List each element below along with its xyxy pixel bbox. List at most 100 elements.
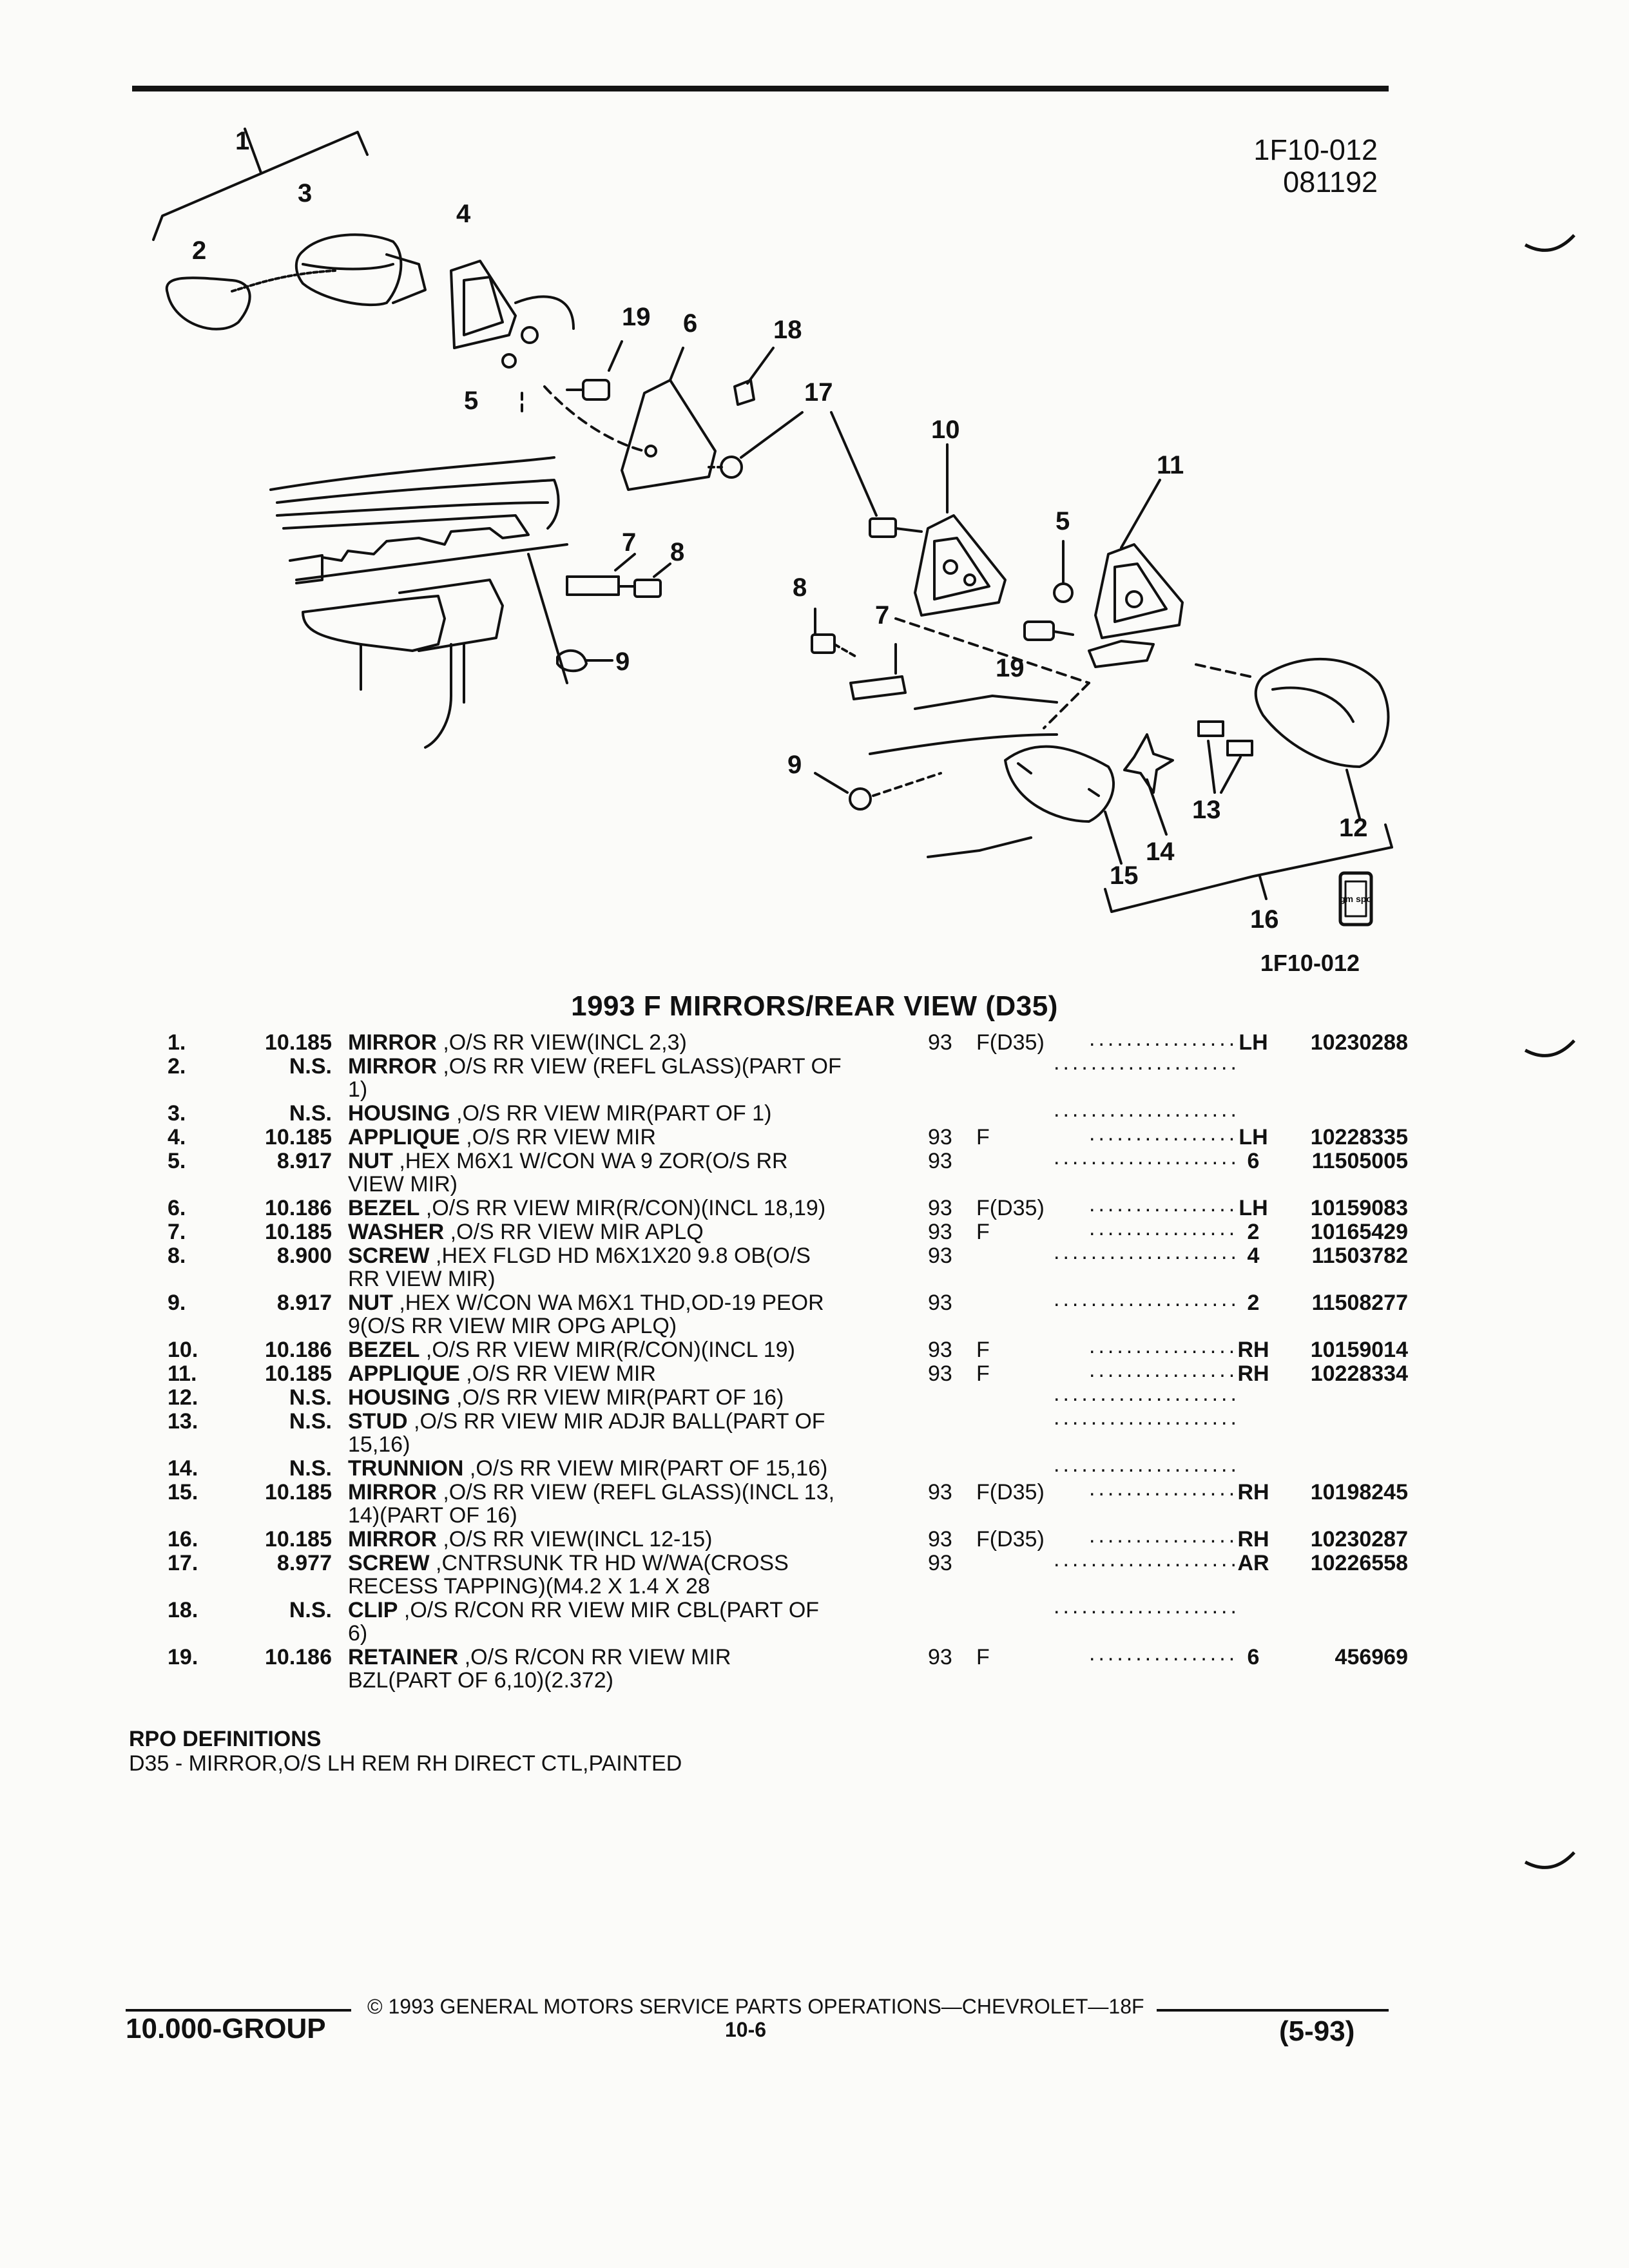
- table-row: 10. 10.186 BEZEL ,O/S RR VIEW MIR(R/CON)(I…: [122, 1334, 1408, 1362]
- part-detail: ,HEX W/CON WA M6X1 THD,OD-19 PEOR: [392, 1291, 824, 1315]
- part-detail: ,O/S RR VIEW MIR ADJR BALL(PART OF: [407, 1409, 825, 1434]
- part-detail: ,O/S RR VIEW (REFL GLASS)(PART OF: [436, 1054, 842, 1079]
- rpo-heading: RPO DEFINITIONS: [129, 1727, 322, 1751]
- part-detail: ,O/S RR VIEW MIR(PART OF 16): [450, 1385, 784, 1410]
- part-number: 10228335: [1310, 1125, 1408, 1149]
- part-detail: ,O/S RR VIEW(INCL 12-15): [436, 1527, 713, 1552]
- part-detail: ,O/S RR VIEW MIR(R/CON)(INCL 19): [419, 1338, 795, 1362]
- item-number: 10.: [168, 1338, 198, 1362]
- exploded-parts-diagram: 1 2 3 4 5 19 6 18 17 10 11 5 7 8 8 7 9 1…: [152, 127, 1393, 934]
- group-number: 10.186: [265, 1645, 332, 1669]
- item-number: 19.: [168, 1645, 198, 1669]
- item-number: 16.: [168, 1527, 198, 1552]
- part-description: APPLIQUE ,O/S RR VIEW MIR: [348, 1126, 1005, 1149]
- part-name: MIRROR: [348, 1527, 437, 1552]
- part-description: BEZEL ,O/S RR VIEW MIR(R/CON)(INCL 18,19…: [348, 1196, 1005, 1220]
- callout: 1: [235, 127, 249, 155]
- part-detail: ,O/S RR VIEW MIR(R/CON)(INCL 18,19): [419, 1196, 826, 1220]
- item-number: 14.: [168, 1456, 198, 1481]
- item-number: 13.: [168, 1409, 198, 1434]
- part-detail-continued: RR VIEW MIR): [348, 1267, 496, 1291]
- item-number: 18.: [168, 1598, 198, 1622]
- model-code: F: [976, 1645, 990, 1669]
- part-detail: ,O/S RR VIEW (REFL GLASS)(INCL 13,: [436, 1480, 835, 1504]
- table-row: 5. 8.917 NUT ,HEX M6X1 W/CON WA 9 ZOR(O/S …: [122, 1146, 1408, 1196]
- leader-dots: ........................................: [1089, 1642, 1237, 1665]
- gm-spo-badge: gm spo: [1340, 894, 1372, 904]
- rpo-definition: D35 - MIRROR,O/S LH REM RH DIRECT CTL,PA…: [129, 1751, 682, 1776]
- item-number: 3.: [168, 1101, 186, 1126]
- part-detail-continued: 1): [348, 1077, 368, 1102]
- table-row: 12.N.S.HOUSING ,O/S RR VIEW MIR(PART OF …: [122, 1382, 1405, 1410]
- callout: 9: [615, 648, 630, 676]
- model-year: 93: [928, 1645, 952, 1669]
- table-row: 3.N.S.HOUSING ,O/S RR VIEW MIR(PART OF 1…: [122, 1098, 1405, 1126]
- part-name: MIRROR: [348, 1030, 437, 1055]
- model-year: 93: [928, 1220, 952, 1244]
- part-name: MIRROR: [348, 1054, 437, 1079]
- part-name: CLIP: [348, 1598, 398, 1622]
- part-detail-continued: BZL(PART OF 6,10)(2.372): [348, 1668, 613, 1693]
- quantity: RH: [1237, 1480, 1269, 1504]
- part-name: NUT: [348, 1291, 393, 1315]
- table-row: 2.N.S.MIRROR ,O/S RR VIEW (REFL GLASS)(P…: [122, 1051, 1405, 1102]
- model-code: F(D35): [976, 1527, 1045, 1552]
- part-number: 10230287: [1310, 1527, 1408, 1552]
- part-detail-continued: 15,16): [348, 1432, 410, 1457]
- part-detail-continued: VIEW MIR): [348, 1172, 458, 1196]
- binder-mark: [1524, 1039, 1576, 1057]
- part-detail: ,O/S RR VIEW MIR(PART OF 15,16): [463, 1456, 828, 1481]
- group-number: 10.186: [265, 1338, 332, 1362]
- quantity: 6: [1247, 1645, 1260, 1669]
- part-number: 10198245: [1310, 1480, 1408, 1504]
- callout: 9: [787, 751, 802, 779]
- part-name: HOUSING: [348, 1101, 450, 1126]
- ref-code: 1F10-012: [1253, 133, 1378, 166]
- item-number: 5.: [168, 1149, 186, 1173]
- group-number: 8.917: [276, 1149, 332, 1173]
- part-description: BEZEL ,O/S RR VIEW MIR(R/CON)(INCL 19): [348, 1338, 1005, 1361]
- part-number: 10226558: [1310, 1551, 1408, 1575]
- illustration-reference: 1F10-012 081192: [1184, 134, 1378, 198]
- callout: 6: [683, 309, 697, 338]
- leader-dots: ........................................: [1054, 1595, 1237, 1618]
- part-detail: ,O/S RR VIEW MIR: [459, 1361, 656, 1386]
- callout: 2: [192, 236, 206, 265]
- group-label: 10.000-GROUP: [126, 2013, 326, 2044]
- callout: 15: [1110, 861, 1139, 890]
- part-description: MIRROR ,O/S RR VIEW(INCL 2,3): [348, 1031, 1005, 1054]
- part-name: BEZEL: [348, 1338, 420, 1362]
- leader-dots: ........................................: [1089, 1193, 1237, 1216]
- leader-dots: ........................................: [1089, 1216, 1237, 1240]
- model-code: F: [976, 1338, 990, 1362]
- part-number: 11508277: [1311, 1291, 1408, 1315]
- part-detail: ,O/S RR VIEW MIR: [459, 1125, 656, 1149]
- part-name: SCREW: [348, 1244, 430, 1268]
- quantity: RH: [1237, 1527, 1269, 1552]
- model-code: F(D35): [976, 1030, 1045, 1055]
- model-code: F: [976, 1361, 990, 1386]
- page-number: 10-6: [725, 2018, 767, 2041]
- callout: 19: [622, 303, 651, 331]
- callout: 3: [298, 179, 312, 207]
- callout: 16: [1250, 905, 1279, 934]
- part-description: APPLIQUE ,O/S RR VIEW MIR: [348, 1362, 1005, 1385]
- quantity: LH: [1239, 1125, 1268, 1149]
- item-number: 15.: [168, 1480, 198, 1504]
- group-number: 10.185: [265, 1030, 332, 1055]
- table-row: 14.N.S.TRUNNION ,O/S RR VIEW MIR(PART OF…: [122, 1453, 1405, 1481]
- part-description: HOUSING ,O/S RR VIEW MIR(PART OF 16): [348, 1386, 1005, 1409]
- part-name: NUT: [348, 1149, 393, 1173]
- item-number: 8.: [168, 1244, 186, 1268]
- leader-dots: ........................................: [1054, 1098, 1237, 1121]
- item-number: 9.: [168, 1291, 186, 1315]
- quantity: LH: [1239, 1196, 1268, 1220]
- group-number: N.S.: [289, 1385, 332, 1410]
- ref-date: 081192: [1283, 166, 1378, 198]
- leader-dots: ........................................: [1089, 1027, 1237, 1050]
